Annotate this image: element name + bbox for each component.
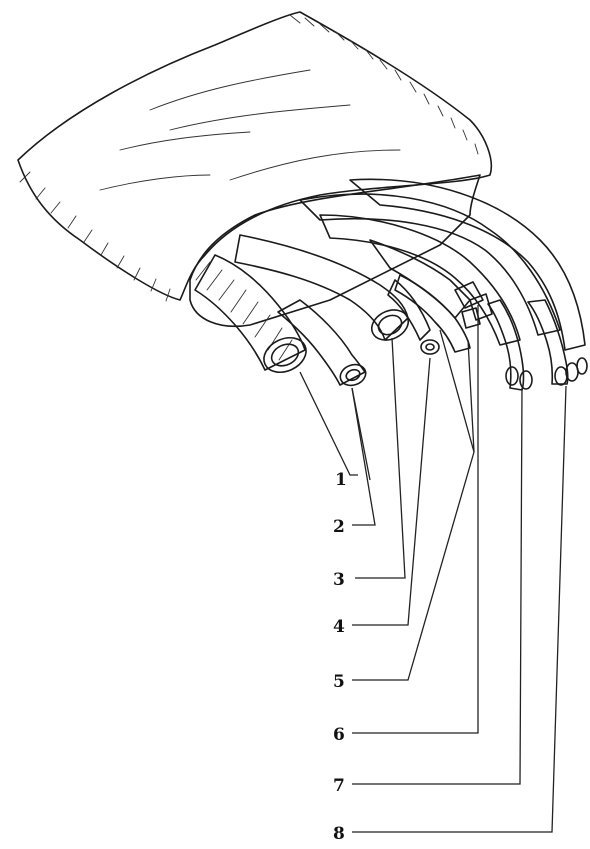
braided-tube-3 (235, 235, 408, 340)
label-5: 5 (333, 672, 345, 692)
label-1: 1 (335, 470, 347, 490)
leader-1 (300, 372, 358, 475)
label-7: 7 (333, 776, 345, 796)
label-4: 4 (333, 617, 345, 637)
leader-2 (352, 388, 375, 525)
label-6: 6 (333, 725, 345, 745)
leader-6 (352, 305, 478, 733)
label-8: 8 (333, 824, 345, 844)
inner-bundle (195, 179, 587, 390)
label-2: 2 (333, 517, 345, 537)
number-labels: 1 2 3 4 5 6 7 8 (333, 470, 347, 844)
tube-grey-long-2 (350, 179, 585, 350)
strand-group-8 (528, 300, 568, 384)
label-3: 3 (333, 570, 345, 590)
leader-4 (352, 358, 430, 625)
leader-8 (352, 386, 566, 832)
leader-5 (352, 330, 474, 680)
leader-7 (352, 388, 522, 784)
